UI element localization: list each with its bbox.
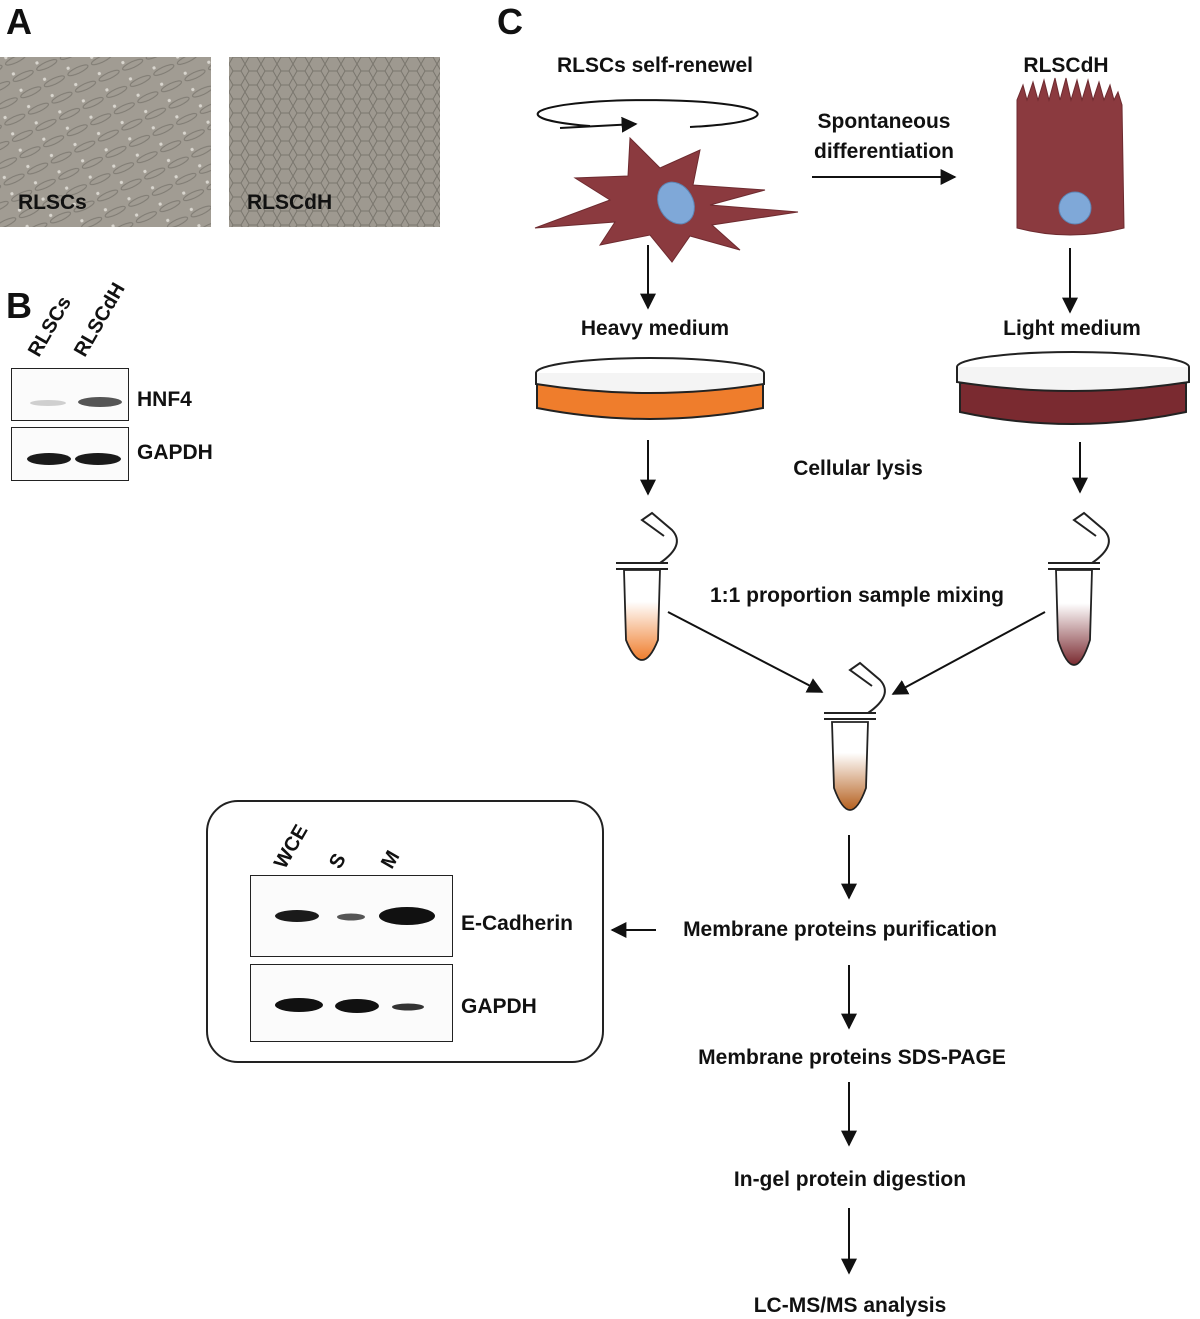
step-lcms-analysis: LC-MS/MS analysis — [753, 1294, 947, 1317]
light-tube-icon — [1048, 511, 1110, 666]
inset-ecadherin-label: E-Cadherin — [461, 912, 574, 935]
micrograph-rlscdh-texture — [229, 57, 440, 227]
panel-letter-a: A — [6, 1, 32, 42]
micrograph-rlscdh-caption: RLSCdH — [247, 191, 333, 214]
differentiated-cell-icon — [1016, 77, 1125, 236]
inset-blot-ecadherin — [250, 875, 453, 957]
label-sample-mixing: 1:1 proportion sample mixing — [709, 584, 1005, 607]
stem-cell-icon — [534, 136, 799, 263]
inset-gapdh-label: GAPDH — [461, 995, 537, 1018]
panel-letter-c: C — [497, 1, 523, 42]
inset-blot-ecadherin-bands — [275, 907, 435, 925]
blot-b-gapdh-label: GAPDH — [137, 441, 213, 464]
step-sds-page: Membrane proteins SDS-PAGE — [698, 1046, 1006, 1069]
light-medium-dish — [956, 351, 1190, 425]
inset-blot-gapdh — [250, 964, 453, 1042]
label-differentiation-line1: Spontaneous — [817, 110, 951, 133]
label-heavy-medium: Heavy medium — [580, 317, 730, 340]
step-membrane-purification: Membrane proteins purification — [683, 918, 997, 941]
panel-letter-b: B — [6, 285, 32, 326]
mixed-tube-icon — [824, 661, 886, 811]
heavy-tube-icon — [616, 511, 678, 661]
self-renewal-loop-arrow — [536, 99, 759, 133]
blot-b-hnf4-bands — [30, 397, 122, 407]
label-cellular-lysis: Cellular lysis — [793, 457, 923, 480]
micrograph-rlscdh: RLSCdH — [229, 57, 440, 227]
micrograph-rlscs-caption: RLSCs — [18, 191, 87, 214]
blot-b-hnf4-label: HNF4 — [137, 388, 192, 411]
label-differentiated-cells: RLSCdH — [1023, 54, 1109, 77]
step-in-gel-digestion: In-gel protein digestion — [733, 1168, 967, 1191]
micrograph-rlscs: RLSCs — [0, 57, 211, 227]
blot-b-gapdh-bands — [27, 453, 121, 465]
inset-blot-gapdh-bands — [275, 998, 424, 1013]
blot-b-gapdh — [11, 427, 129, 481]
label-light-medium: Light medium — [1003, 317, 1141, 340]
label-differentiation-line2: differentiation — [814, 140, 954, 163]
heavy-medium-dish — [535, 357, 765, 420]
micrograph-rlscs-texture — [0, 57, 211, 227]
arrow-heavy-to-mix — [667, 611, 824, 693]
arrow-light-to-mix — [891, 611, 1046, 695]
label-self-renewal: RLSCs self-renewel — [556, 54, 754, 77]
blot-b-hnf4 — [11, 368, 129, 421]
